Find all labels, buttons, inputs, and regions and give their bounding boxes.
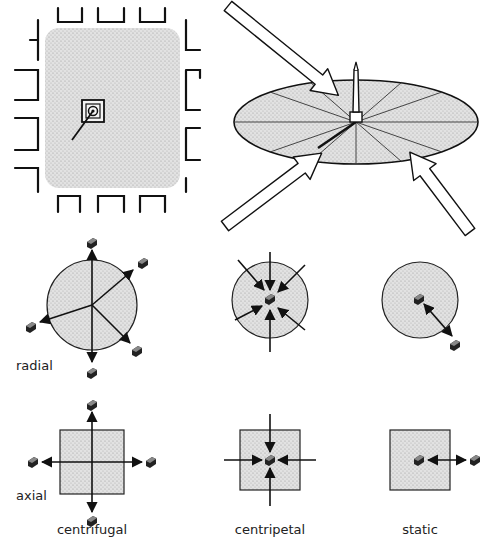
row-column-label: axial <box>16 488 47 504</box>
row-column-label: centripetal <box>235 522 305 538</box>
row-column-label: centrifugal <box>57 522 127 538</box>
row-column-label: static <box>402 522 438 538</box>
row-column-label: radial <box>16 358 53 374</box>
person-icons <box>26 238 480 527</box>
radial-diagrams <box>40 250 458 362</box>
plaza-perspective <box>217 0 482 240</box>
plan-map <box>15 8 200 212</box>
axial-diagrams <box>42 412 466 512</box>
